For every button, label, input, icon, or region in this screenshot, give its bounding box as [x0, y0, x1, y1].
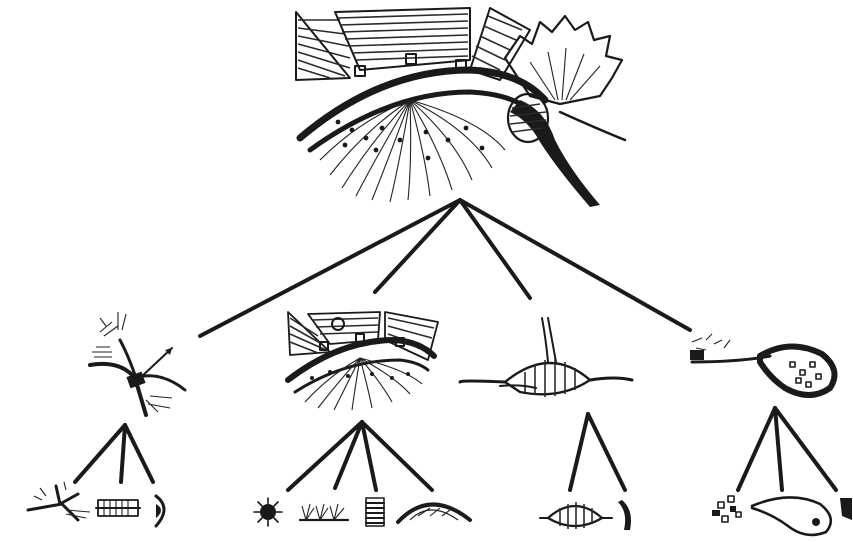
leaf-spiked-circle-glyph	[254, 498, 282, 526]
root-left-hatched-wedge	[296, 12, 350, 80]
connector-b1-leaf-1	[75, 425, 125, 482]
connector-root-branch-4	[460, 200, 690, 330]
leaf-scatter-cluster-glyph	[712, 496, 741, 522]
branch-1-trunk	[90, 364, 146, 415]
root-stalk	[510, 100, 600, 207]
root-fiber-fan	[320, 100, 505, 202]
branch-1-illustration	[90, 312, 185, 415]
branch-3-illustration	[460, 318, 632, 397]
connector-b3-leaf-2	[588, 414, 625, 490]
connector-b3-leaf-1	[570, 414, 588, 490]
leaf-tuft-row-glyph	[300, 504, 348, 520]
leaf-teardrop-glyph	[752, 497, 831, 534]
connector-b4-leaf-1	[738, 408, 775, 490]
connector-root-branch-3	[460, 200, 530, 298]
root-illustration	[296, 8, 625, 207]
root-side-branch	[560, 112, 625, 140]
root-connectors	[200, 200, 690, 336]
root-gear-crown	[505, 16, 622, 104]
connector-b2-leaf-1	[288, 422, 362, 490]
leaf-partial-glyph	[840, 498, 852, 520]
root-node-square	[406, 54, 416, 64]
connector-b4-leaf-2	[775, 408, 782, 490]
leaf-striped-block-glyph	[366, 498, 384, 526]
connector-b1-leaf-2	[121, 425, 125, 482]
leaf-eye-arc-glyph	[156, 496, 164, 526]
leaf-dome-mesh-glyph	[398, 504, 470, 522]
connector-root-branch-1	[200, 200, 460, 336]
leaf-star-burst-glyph	[28, 482, 90, 520]
branch-4-illustration	[690, 334, 835, 395]
root-top-hatched-band	[335, 8, 470, 70]
branch-2-illustration	[288, 312, 438, 410]
connector-b1-leaf-3	[125, 425, 153, 482]
connector-b4-leaf-3	[775, 408, 836, 490]
leaf-curved-segment-glyph	[618, 500, 631, 530]
leaf-coil-segment-glyph	[96, 500, 140, 516]
leaf-connectors	[75, 408, 836, 490]
connector-root-branch-2	[375, 200, 460, 292]
leaf-spindle-glyph	[540, 502, 612, 529]
